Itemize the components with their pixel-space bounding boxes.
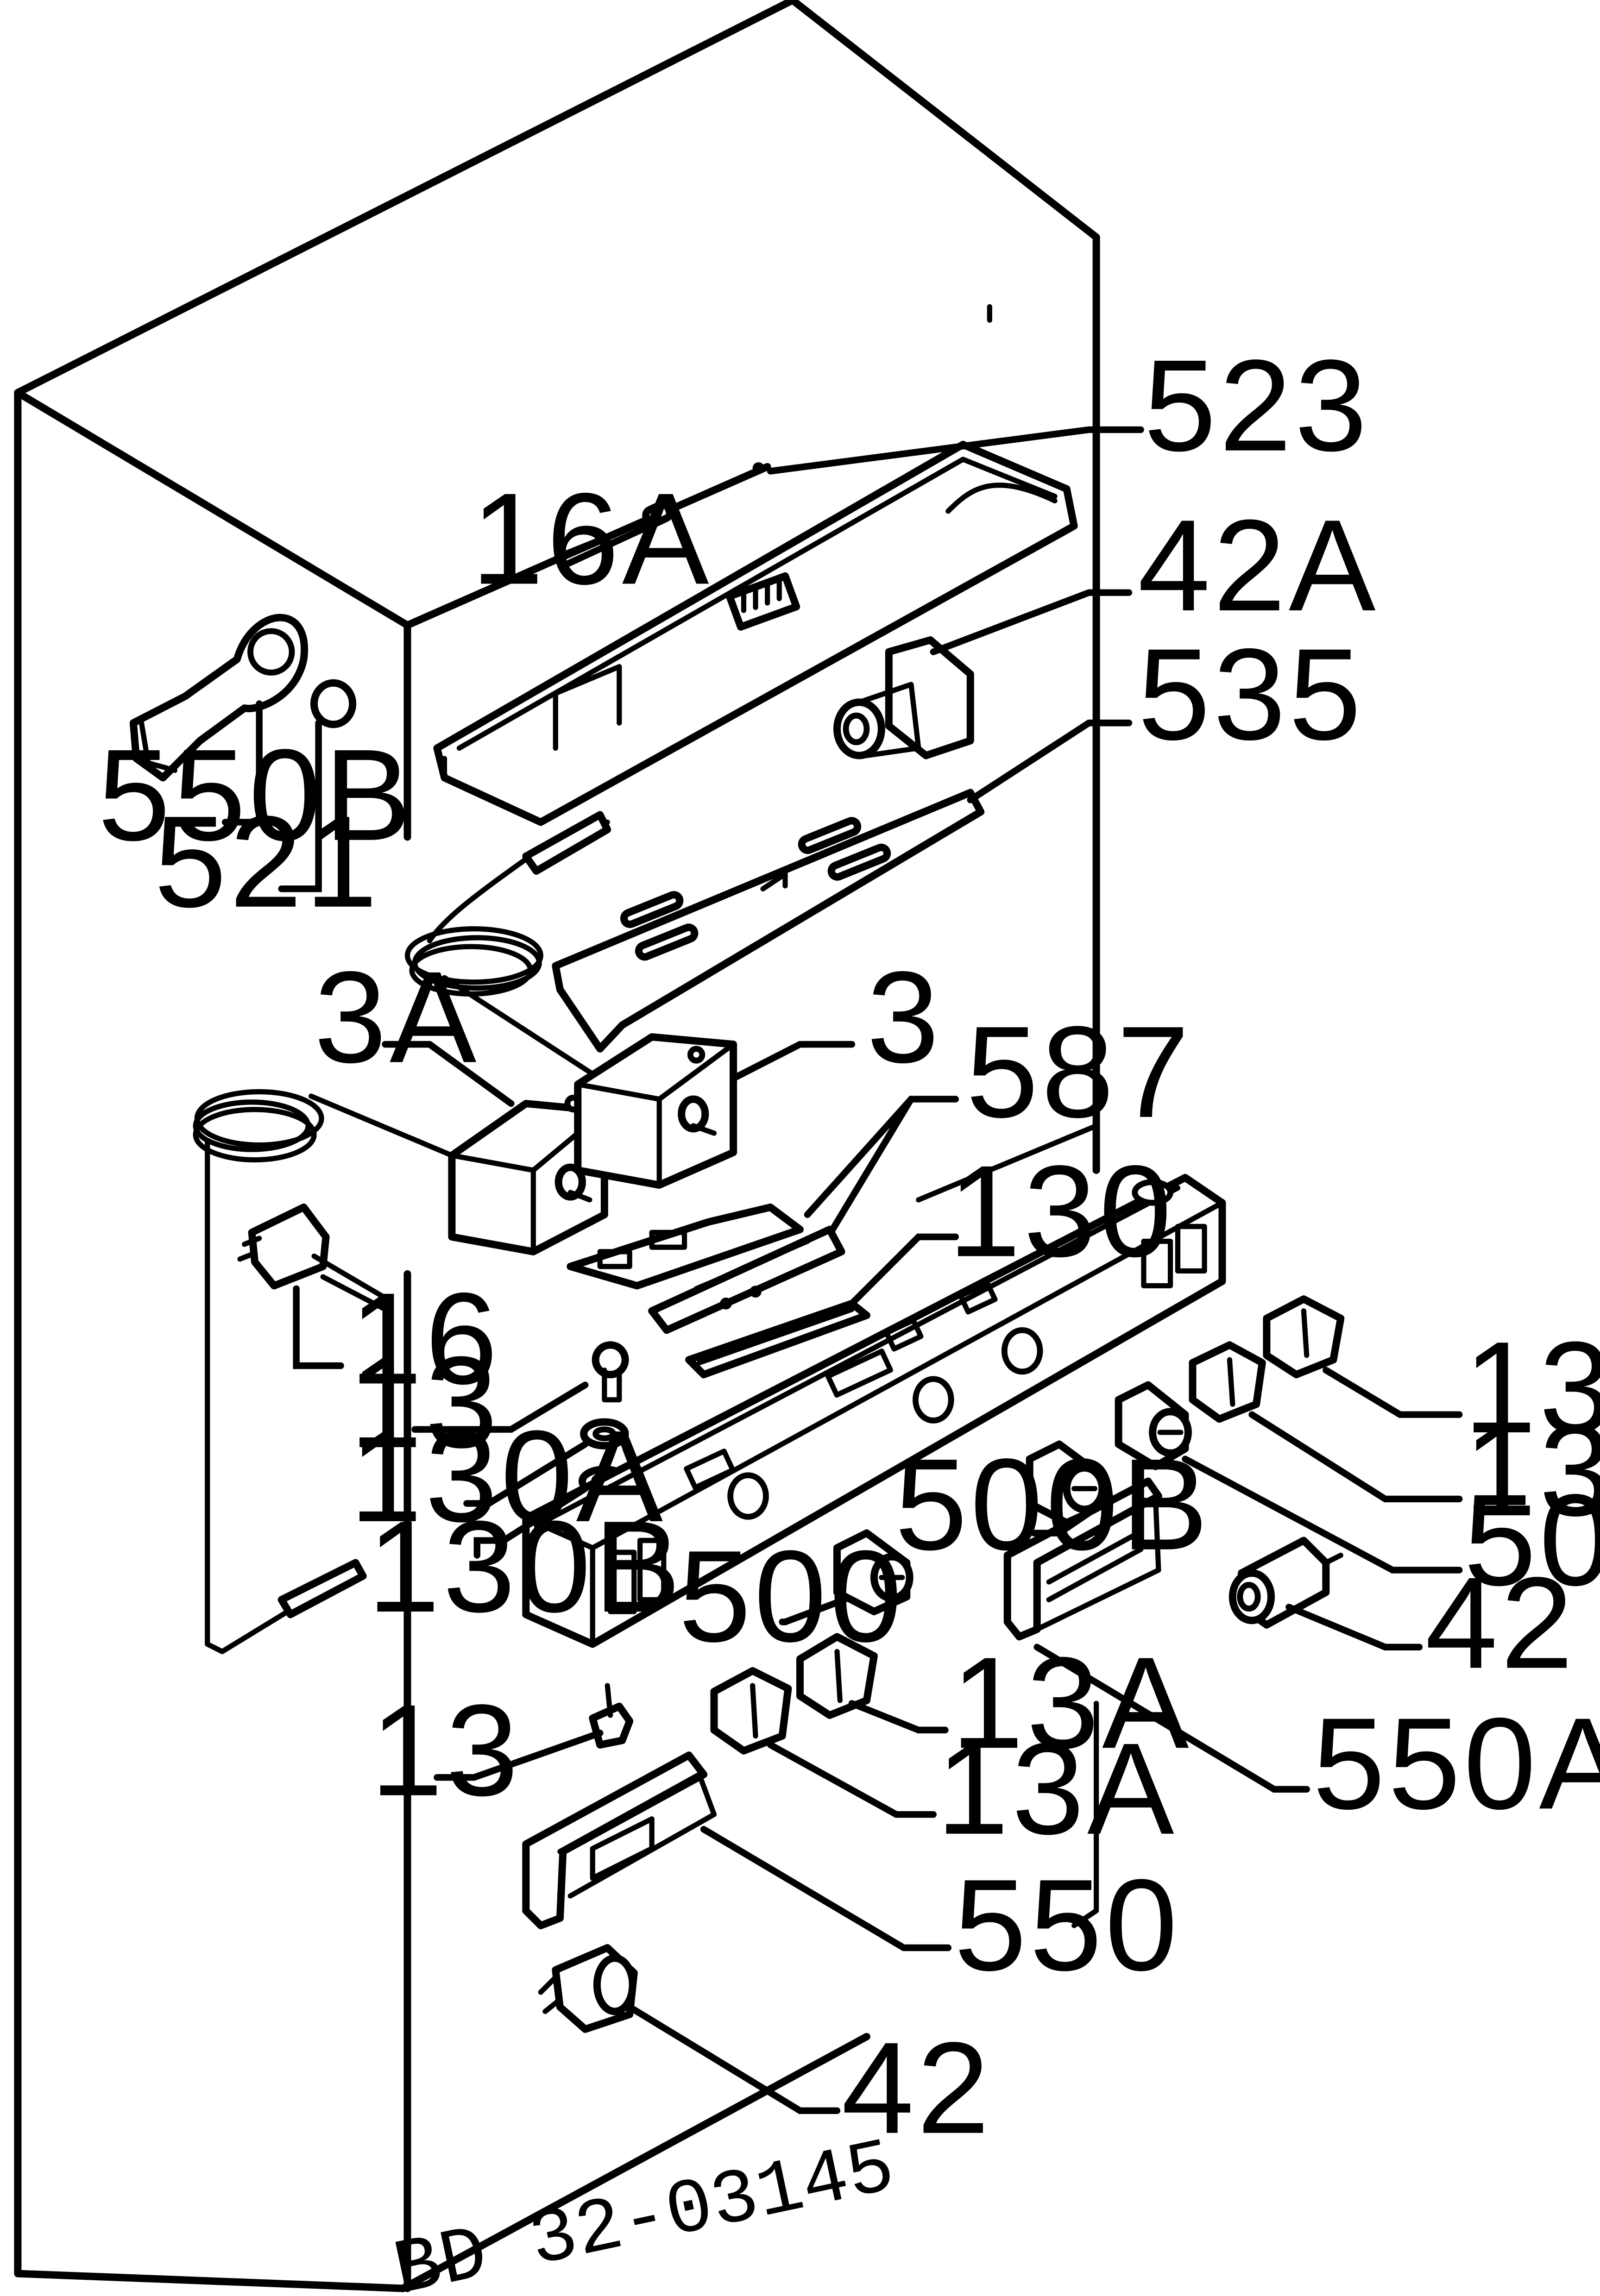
part-550A-frame [1003, 1477, 1162, 1641]
part-16-switch [237, 1203, 391, 1314]
label-3A: 3A [314, 944, 479, 1090]
label-130B: 130B [367, 1493, 684, 1639]
label-3: 3 [867, 944, 942, 1090]
label-130A: 130A [350, 1403, 666, 1549]
label-550B: 550B [98, 722, 414, 868]
label-13A-3: 13A [951, 1630, 1192, 1775]
label-16: 16 [350, 1266, 501, 1411]
part-3A-thermostat [448, 1094, 608, 1255]
label-550A: 550A [1313, 1690, 1600, 1836]
part-550B-key [129, 614, 308, 782]
part-535-bracket [552, 789, 985, 1053]
label-500: 500 [679, 1523, 905, 1669]
label-13-bottom: 13 [371, 1677, 522, 1823]
label-500B: 500B [895, 1431, 1211, 1577]
label-587: 587 [966, 999, 1192, 1145]
part-13A-switch-3 [796, 1633, 878, 1719]
label-550: 550 [954, 1852, 1181, 1998]
part-521-plug [310, 679, 357, 728]
part-labels: 523 16A 42A 535 550B 521 3A 3 587 130 16… [98, 332, 1600, 2296]
part-130-window [685, 1299, 870, 1379]
part-42A-lamp-holder [833, 636, 974, 759]
part-500A-knob [1115, 1381, 1192, 1470]
label-521: 521 [154, 789, 381, 935]
label-523: 523 [1144, 332, 1370, 478]
part-500-knob [833, 1529, 913, 1616]
capillary-coils [193, 811, 611, 1654]
part-13A-switch-4 [710, 1667, 792, 1755]
part-13-screw-top [592, 1341, 629, 1403]
label-535: 535 [1138, 621, 1364, 767]
label-42A: 42A [1138, 492, 1379, 638]
label-13A-2: 13A [1464, 1397, 1600, 1543]
part-550-frame [522, 1751, 717, 1930]
label-42-right: 42 [1425, 1550, 1576, 1696]
label-13A-4: 13A [936, 1716, 1177, 1862]
drawing-reference: BD 32-03145 [387, 2125, 902, 2296]
label-42-bottom: 42 [842, 2015, 993, 2161]
label-500A: 500A [1464, 1467, 1600, 1612]
part-587-boards [567, 1203, 845, 1334]
part-13A-switch-1 [1263, 1295, 1345, 1379]
label-13-top: 13 [350, 1329, 501, 1475]
part-130A-washer [580, 1418, 629, 1449]
part-3-thermostat [574, 1033, 737, 1189]
part-control-panel [522, 1173, 1226, 1648]
label-16A: 16A [471, 466, 712, 612]
cabinet-outline [14, 0, 1100, 2292]
label-13A-1: 13A [1464, 1314, 1600, 1460]
part-42-lamp-right [1228, 1537, 1343, 1629]
part-523-housing [433, 440, 1078, 826]
leader-lines [221, 426, 1463, 2114]
label-130: 130 [948, 1138, 1175, 1284]
part-42-lamp-bottom [538, 1944, 638, 2033]
part-13A-switch-2 [1189, 1341, 1266, 1423]
